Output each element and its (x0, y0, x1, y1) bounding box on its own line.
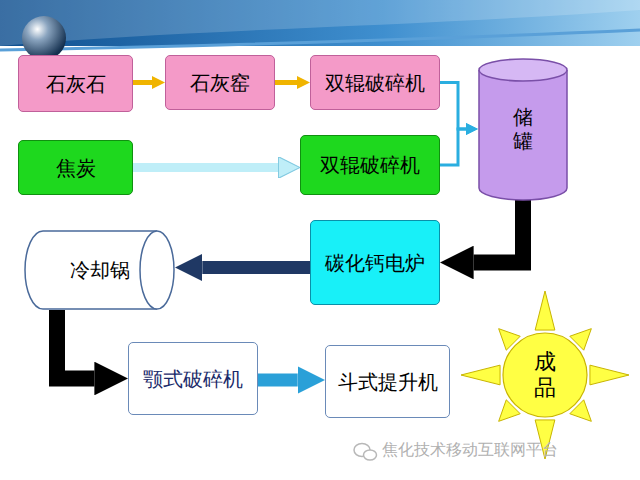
node-label: 颚式破碎机 (143, 367, 243, 391)
flow-arrow (133, 80, 152, 85)
watermark: 焦化技术移动互联网平台 (382, 440, 558, 461)
flow-arrow (474, 200, 523, 263)
wechat-icon (354, 444, 377, 461)
header-swoosh (0, 0, 640, 46)
cylinder-body (25, 231, 157, 309)
header-band (0, 0, 640, 46)
header-line (0, 30, 640, 50)
process-box: 斗式提升机 (325, 345, 450, 418)
process-box: 颚式破碎机 (128, 342, 258, 415)
node-label: 焦炭 (56, 156, 96, 180)
node-label: 冷却锅 (70, 258, 130, 282)
process-box: 双辊破碎机 (300, 135, 440, 195)
process-box: 双辊破碎机 (310, 55, 440, 110)
sun-disc (503, 333, 587, 417)
node-label: 双辊破碎机 (320, 153, 420, 177)
process-box: 石灰窑 (165, 55, 275, 110)
node-label: 石灰石 (46, 72, 106, 96)
sun-ray (535, 291, 555, 330)
flow-arrow (440, 129, 466, 165)
sun-ray (590, 365, 629, 385)
flow-arrow (57, 310, 94, 379)
header-sphere (22, 16, 66, 60)
flow-arrow (258, 374, 298, 387)
node-label: 碳化钙电炉 (325, 251, 425, 275)
flow-arrow (133, 163, 278, 172)
sun-ray (461, 365, 500, 385)
flow-arrow (202, 261, 310, 274)
product-sun: 成品 (483, 288, 607, 462)
flow-arrow (440, 83, 466, 130)
process-box: 焦炭 (18, 140, 133, 195)
process-box: 石灰石 (18, 55, 133, 112)
node-label: 储罐 (511, 105, 535, 153)
process-box: 碳化钙电炉 (310, 220, 440, 305)
cylinder-vessel: 储罐 (478, 58, 568, 200)
flow-arrow (275, 80, 297, 85)
node-label: 双辊破碎机 (325, 71, 425, 95)
node-label: 成品 (533, 349, 557, 402)
cylinder-body (479, 70, 567, 200)
node-label: 斗式提升机 (338, 370, 438, 394)
cylinder-vessel: 冷却锅 (25, 230, 175, 310)
cylinder-end (140, 231, 174, 309)
cylinder-top (479, 59, 567, 81)
node-label: 石灰窑 (190, 71, 250, 95)
